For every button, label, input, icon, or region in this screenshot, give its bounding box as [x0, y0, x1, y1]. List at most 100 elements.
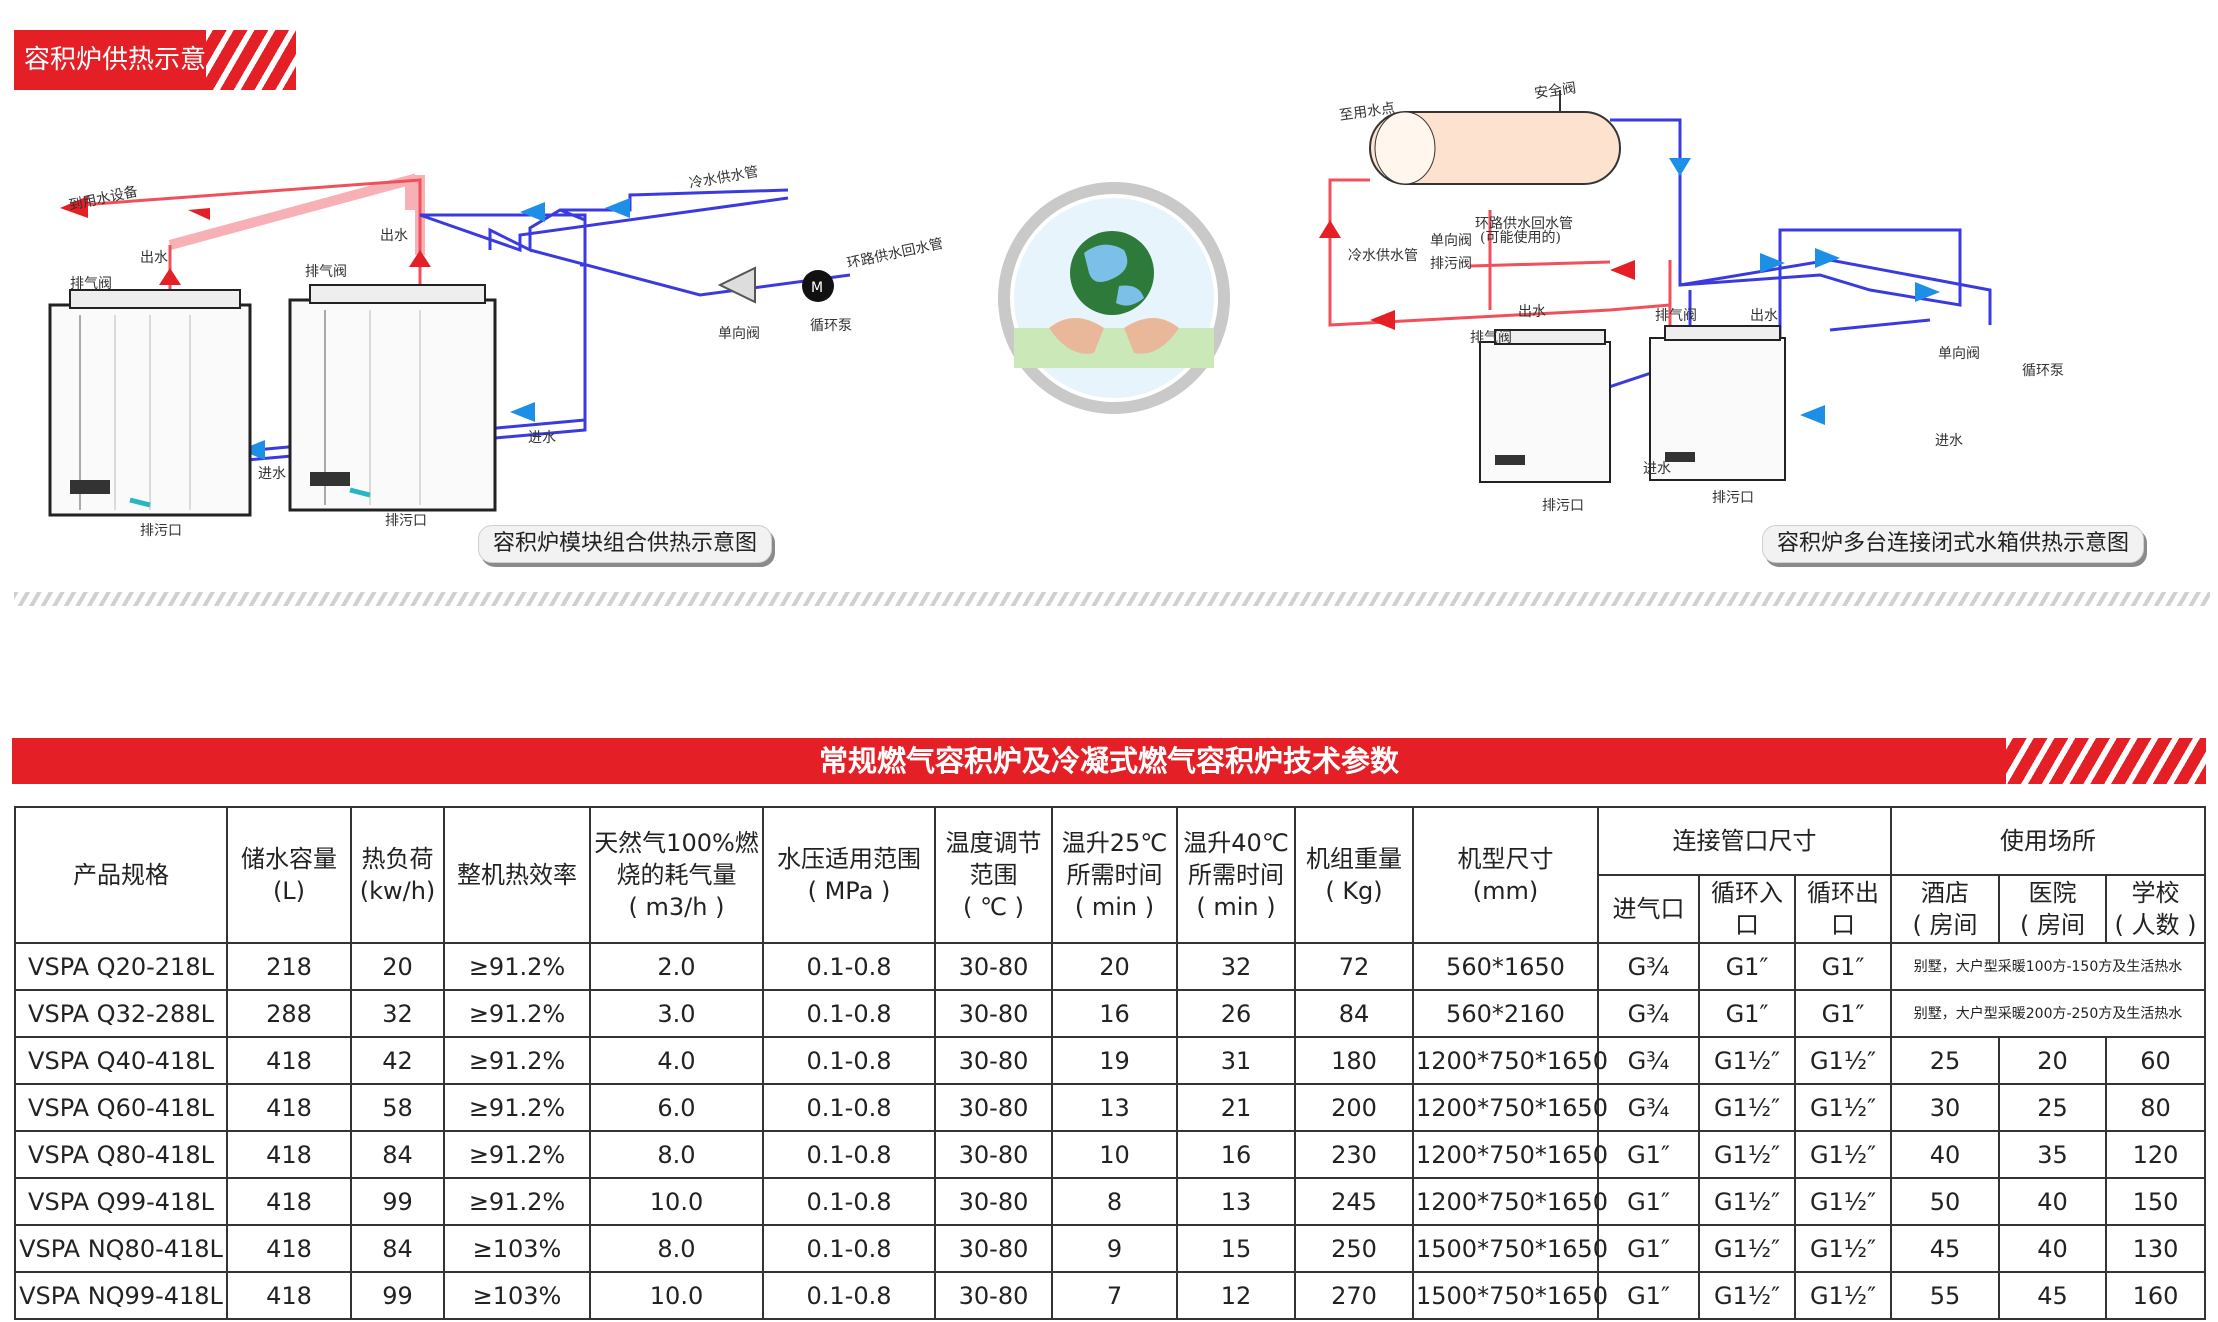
header-pressure: 水压适用范围( MPa ) [762, 806, 936, 944]
label-cold-supply: 冷水供水管 [688, 164, 760, 192]
label-safety-valve: 安全阀 [1533, 80, 1577, 102]
label-out-a: 出水 [140, 250, 168, 266]
cell-size: 1500*750*1650 [1412, 1224, 1608, 1273]
cell-t25: 13 [1051, 1083, 1178, 1132]
cell-temp: 30-80 [934, 1036, 1053, 1085]
section-header: 容积炉供热示意图 [14, 30, 296, 90]
water-tank [1369, 111, 1621, 185]
cell-cin: G1½″ [1698, 1036, 1796, 1085]
cell-hospital: 25 [1998, 1083, 2107, 1132]
cell-cout: G1½″ [1794, 1271, 1892, 1320]
cell-t25: 10 [1051, 1130, 1178, 1179]
cell-model: VSPA Q20-218L [14, 942, 228, 991]
label-to-point: 至用水点 [1338, 100, 1396, 124]
cell-t25: 8 [1051, 1177, 1178, 1226]
cell-cout: G1½″ [1794, 1036, 1892, 1085]
cell-t25: 7 [1051, 1271, 1178, 1320]
cell-use: 别墅，大户型采暖100方-150方及生活热水 [1890, 942, 2206, 991]
label-check-valve: 单向阀 [718, 326, 760, 342]
cell-gin: G¾ [1597, 942, 1700, 991]
cell-gin: G¾ [1597, 1083, 1700, 1132]
cell-press: 0.1-0.8 [762, 989, 936, 1038]
cell-capacity: 288 [226, 989, 352, 1038]
cell-model: VSPA Q32-288L [14, 989, 228, 1038]
cell-load: 84 [350, 1130, 445, 1179]
cell-press: 0.1-0.8 [762, 1224, 936, 1273]
cell-gin: G1″ [1597, 1130, 1700, 1179]
header-weight: 机组重量( Kg) [1294, 806, 1414, 944]
cell-load: 99 [350, 1177, 445, 1226]
label-vent-c: 排气阀 [1470, 330, 1512, 346]
cell-weight: 84 [1294, 989, 1414, 1038]
boiler-b [288, 284, 497, 512]
cell-eff: ≥91.2% [443, 1036, 591, 1085]
cell-cout: G1″ [1794, 989, 1892, 1038]
cell-weight: 72 [1294, 942, 1414, 991]
label-check-valve-top: 单向阀 [1430, 233, 1472, 249]
label-vent-a: 排气阀 [70, 276, 112, 292]
label-loop-return-note: (可能使用的) [1480, 229, 1561, 246]
cell-cout: G1½″ [1794, 1177, 1892, 1226]
table-banner: 常规燃气容积炉及冷凝式燃气容积炉技术参数 [12, 738, 2206, 784]
cell-eff: ≥91.2% [443, 989, 591, 1038]
cell-gas: 10.0 [589, 1271, 764, 1320]
cell-gin: G1″ [1597, 1224, 1700, 1273]
cell-load: 42 [350, 1036, 445, 1085]
label-inlet-a: 进水 [528, 430, 556, 446]
cell-model: VSPA Q40-418L [14, 1036, 228, 1085]
cell-t40: 13 [1176, 1177, 1296, 1226]
cell-gas: 8.0 [589, 1130, 764, 1179]
cell-load: 32 [350, 989, 445, 1038]
boiler-d [1649, 325, 1786, 481]
cell-school: 60 [2105, 1036, 2206, 1085]
label-loop-return-r: 环路供水回水管 [1475, 216, 1573, 232]
cell-model: VSPA Q60-418L [14, 1083, 228, 1132]
cell-weight: 230 [1294, 1130, 1414, 1179]
cell-hotel: 50 [1890, 1177, 2000, 1226]
cell-t40: 31 [1176, 1036, 1296, 1085]
header-stripes [206, 30, 296, 90]
cell-size: 1200*750*1650 [1412, 1036, 1608, 1085]
cell-hospital: 20 [1998, 1036, 2107, 1085]
cell-gas: 4.0 [589, 1036, 764, 1085]
header-hotel: 酒店( 房间 [1890, 874, 2000, 944]
cell-press: 0.1-0.8 [762, 1130, 936, 1179]
label-pump: 循环泵 [810, 318, 852, 334]
header-capacity: 储水容量(L) [226, 806, 352, 944]
pump-icon [802, 270, 834, 302]
cell-hotel: 55 [1890, 1271, 2000, 1320]
arrow-cold-icon [605, 198, 630, 218]
label-vent-b: 排气阀 [305, 264, 347, 280]
table-title: 常规燃气容积炉及冷凝式燃气容积炉技术参数 [818, 744, 1399, 778]
cell-capacity: 418 [226, 1271, 352, 1320]
cell-gas: 10.0 [589, 1177, 764, 1226]
cell-cin: G1½″ [1698, 1083, 1796, 1132]
cell-gas: 2.0 [589, 942, 764, 991]
banner-stripes [2006, 738, 2206, 784]
cell-weight: 200 [1294, 1083, 1414, 1132]
cell-cout: G1½″ [1794, 1130, 1892, 1179]
cell-gas: 8.0 [589, 1224, 764, 1273]
boiler-c [1479, 329, 1611, 483]
cell-load: 58 [350, 1083, 445, 1132]
label-drain-c: 排污口 [1542, 498, 1584, 514]
cell-t25: 19 [1051, 1036, 1178, 1085]
cell-press: 0.1-0.8 [762, 1177, 936, 1226]
cell-temp: 30-80 [934, 989, 1053, 1038]
cell-capacity: 418 [226, 1177, 352, 1226]
cell-size: 560*2160 [1412, 989, 1599, 1038]
cell-t40: 15 [1176, 1224, 1296, 1273]
label-drain-top: 排污阀 [1430, 256, 1472, 272]
cell-cout: G1½″ [1794, 1224, 1892, 1273]
cell-hotel: 30 [1890, 1083, 2000, 1132]
cell-size: 1200*750*1650 [1412, 1130, 1608, 1179]
header-temp: 温度调节范围( ℃ ) [934, 806, 1053, 944]
cell-capacity: 418 [226, 1224, 352, 1273]
cell-school: 160 [2105, 1271, 2206, 1320]
header-pipe-in: 循环入口 [1698, 874, 1796, 944]
